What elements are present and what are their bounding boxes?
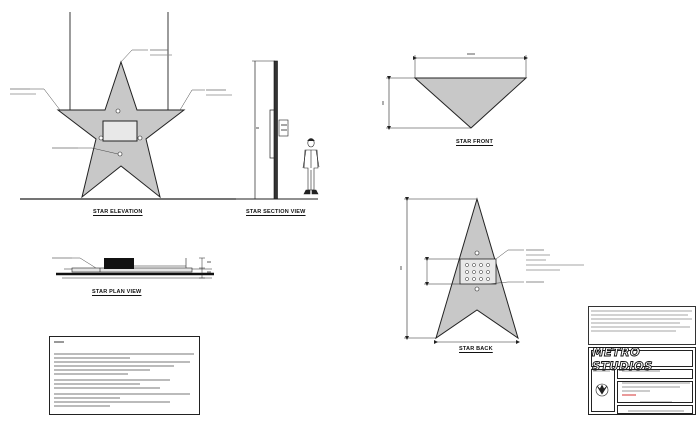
scale-person — [302, 138, 320, 195]
plan-panel — [104, 258, 134, 269]
mount-point-right — [137, 135, 143, 141]
star-back-view — [400, 197, 584, 344]
leader-right — [179, 89, 205, 111]
title-block: METRO STUDIOS — [588, 344, 696, 415]
star-front-view — [382, 53, 528, 130]
spec-lines — [591, 310, 692, 332]
leader-top — [119, 49, 148, 64]
elevation-view-title: STAR ELEVATION — [93, 209, 143, 215]
star-section-view — [236, 60, 320, 200]
notes-box — [49, 336, 200, 415]
front-view-title: STAR FRONT — [456, 139, 494, 145]
star-front-shape — [413, 77, 528, 129]
mount-point-bottom — [117, 151, 123, 157]
back-view-title: STAR BACK — [459, 346, 493, 352]
title-block-description-cell — [617, 381, 693, 403]
spec-box — [588, 306, 696, 345]
section-plate — [278, 119, 289, 137]
section-bracket — [269, 109, 275, 159]
leader-left — [30, 88, 61, 111]
notes-lines — [54, 353, 194, 407]
mount-point-left — [98, 135, 104, 141]
title-block-logo-cell — [591, 369, 615, 412]
section-panel — [273, 60, 278, 200]
title-block-drawing-cell — [617, 369, 693, 379]
leader-center — [78, 147, 119, 155]
access-panel — [102, 120, 138, 142]
bolt-pattern — [465, 263, 490, 281]
company-brand: METRO STUDIOS — [591, 344, 693, 373]
plan-view-title: STAR PLAN VIEW — [92, 289, 142, 295]
section-view-title: STAR SECTION VIEW — [246, 209, 306, 215]
title-block-sheet-cell — [617, 405, 693, 414]
star-elevation-view — [10, 12, 236, 200]
star-plan-view — [52, 257, 214, 279]
mount-point-top — [115, 108, 121, 114]
title-block-logo — [595, 383, 609, 397]
